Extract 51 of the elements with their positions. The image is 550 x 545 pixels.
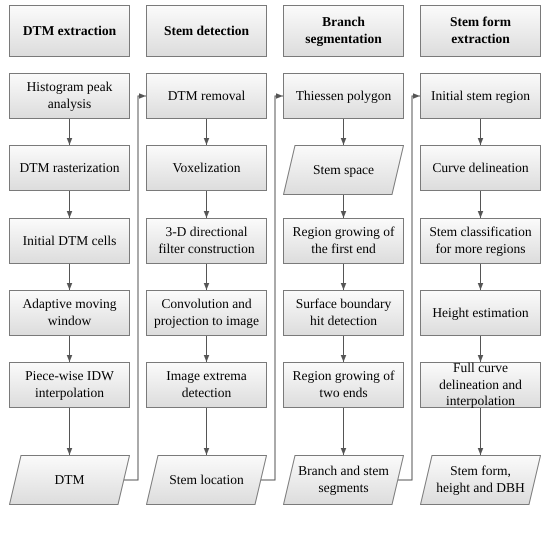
arrow xyxy=(66,336,72,362)
header-box: DTM extraction xyxy=(9,5,130,57)
arrow xyxy=(204,336,210,362)
process-box: Initial DTM cells xyxy=(9,218,130,264)
process-box: Height estimation xyxy=(420,290,541,336)
process-box: Image extrema detection xyxy=(146,362,267,408)
process-box: DTM rasterization xyxy=(9,145,130,191)
arrow xyxy=(204,190,210,218)
data-parallelogram: Stem space xyxy=(283,145,404,195)
data-parallelogram: DTM xyxy=(9,455,130,505)
arrow xyxy=(204,118,210,146)
arrow xyxy=(478,190,484,218)
process-box: DTM removal xyxy=(146,73,267,119)
header-box: Branch segmentation xyxy=(283,5,404,57)
arrow xyxy=(340,408,346,456)
arrow xyxy=(340,118,346,146)
process-box: Histogram peak analysis xyxy=(9,73,130,119)
arrow xyxy=(340,264,346,290)
process-box: Initial stem region xyxy=(420,73,541,119)
data-parallelogram: Branch and stem segments xyxy=(283,455,404,505)
arrow xyxy=(204,264,210,290)
process-box: Curve delineation xyxy=(420,145,541,191)
arrow xyxy=(66,264,72,290)
arrow xyxy=(478,408,484,456)
header-box: Stem detection xyxy=(146,5,267,57)
data-parallelogram: Stem form, height and DBH xyxy=(420,455,541,505)
process-box: Region growing of two ends xyxy=(283,362,404,408)
process-box: Region growing of the first end xyxy=(283,218,404,264)
process-box: Convolution and projection to image xyxy=(146,290,267,336)
arrow xyxy=(66,118,72,146)
arrow xyxy=(66,408,72,456)
arrow xyxy=(340,336,346,362)
process-box: Piece-wise IDW interpolation xyxy=(9,362,130,408)
arrow xyxy=(478,264,484,290)
arrow xyxy=(204,408,210,456)
header-box: Stem form extraction xyxy=(420,5,541,57)
process-box: Voxelization xyxy=(146,145,267,191)
arrow xyxy=(66,190,72,218)
process-box: Thiessen polygon xyxy=(283,73,404,119)
arrow xyxy=(340,194,346,218)
data-parallelogram: Stem location xyxy=(146,455,267,505)
process-box: Full curve delineation and interpolation xyxy=(420,362,541,408)
process-box: Adaptive moving window xyxy=(9,290,130,336)
process-box: 3-D directional filter construction xyxy=(146,218,267,264)
arrow xyxy=(478,118,484,146)
process-box: Surface boundary hit detection xyxy=(283,290,404,336)
arrow xyxy=(478,336,484,362)
arrow xyxy=(124,93,146,480)
arrow xyxy=(398,93,420,480)
process-box: Stem classification for more regions xyxy=(420,218,541,264)
arrow xyxy=(260,93,284,480)
